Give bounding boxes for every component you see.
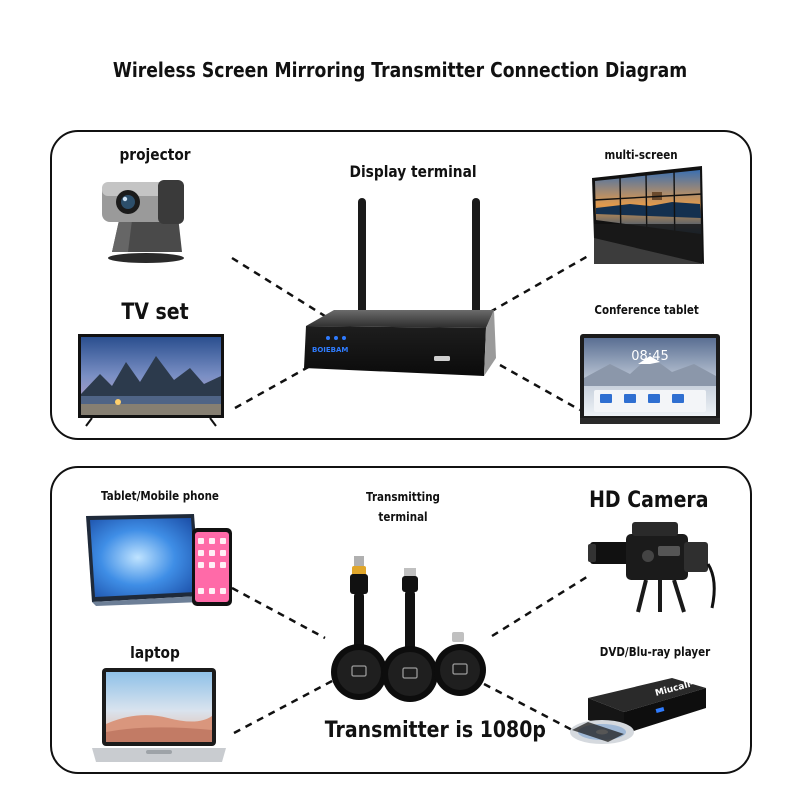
- projector-icon: [102, 180, 184, 263]
- line-tablet: [231, 586, 326, 640]
- conference-label: Conference tablet: [594, 303, 699, 317]
- laptop-icon: [92, 668, 226, 762]
- hd-camera-icon: [588, 522, 716, 613]
- conference-tablet-icon: 08:45: [580, 334, 720, 424]
- multiscreen-label: multi-screen: [604, 148, 678, 162]
- transmitting-terminal-label-line1: Transmitting: [366, 490, 440, 504]
- receiver-box-icon: BOIEBAM: [304, 198, 496, 376]
- line-tv: [234, 363, 313, 410]
- dongle-1: [331, 556, 387, 700]
- dvd-label: DVD/Blu-ray player: [599, 645, 711, 659]
- tablet-phone-icon: [86, 514, 232, 606]
- tv-icon: [78, 334, 224, 427]
- projector-label: projector: [119, 145, 191, 164]
- antenna-left: [358, 198, 366, 316]
- line-camera: [491, 573, 591, 638]
- transmitter-caption: Transmitter is 1080p: [324, 718, 546, 743]
- line-laptop: [233, 678, 335, 735]
- diagram-title: Wireless Screen Mirroring Transmitter Co…: [112, 58, 688, 82]
- tablet-phone-label: Tablet/Mobile phone: [101, 489, 219, 503]
- multiscreen-icon: [592, 166, 704, 264]
- laptop-label: laptop: [130, 643, 180, 662]
- line-projector: [231, 256, 329, 320]
- line-conference: [499, 363, 581, 412]
- display-terminal-label: Display terminal: [349, 162, 477, 181]
- dvd-player-icon: Miucall-C: [570, 677, 706, 744]
- conference-clock: 08:45: [631, 349, 668, 364]
- transmitting-terminal-label-line2: terminal: [378, 510, 428, 524]
- dongle-3: [434, 632, 486, 696]
- receiver-brand-text: BOIEBAM: [312, 346, 348, 354]
- antenna-right: [472, 198, 480, 316]
- camera-label: HD Camera: [589, 488, 709, 513]
- dongle-2: [382, 568, 438, 702]
- transmitter-dongles-icon: [331, 556, 486, 702]
- tv-label: TV set: [121, 300, 189, 325]
- line-multiscreen: [489, 254, 589, 314]
- line-dvd: [483, 682, 579, 735]
